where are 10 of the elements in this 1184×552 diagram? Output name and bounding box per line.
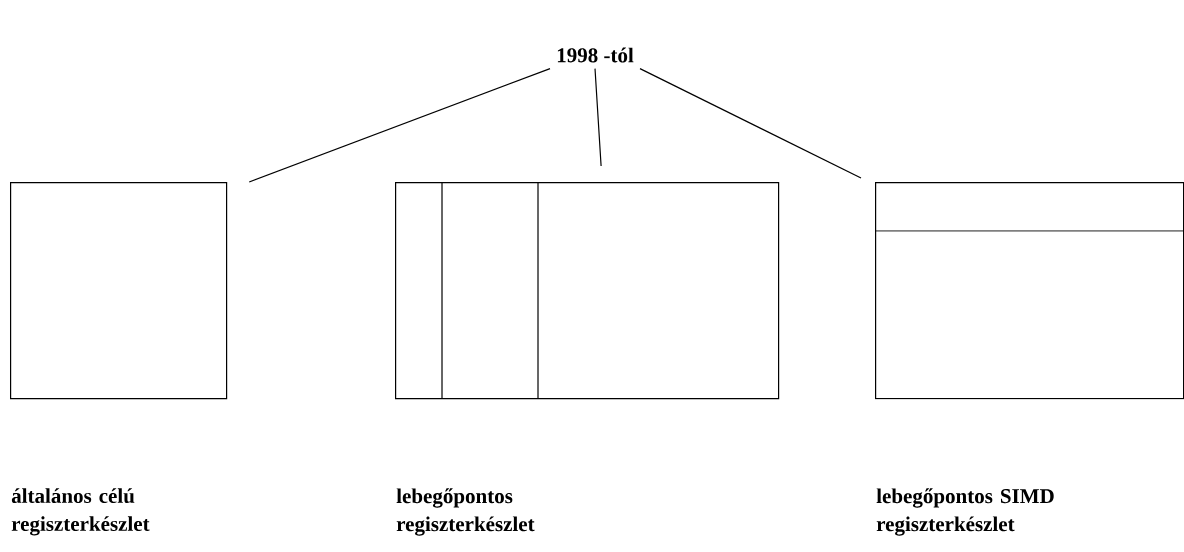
register-box xyxy=(874,182,1184,400)
register-box xyxy=(10,182,228,400)
connector-line xyxy=(594,68,602,167)
register-box xyxy=(395,181,780,400)
connector-line xyxy=(248,68,551,183)
connector-line xyxy=(639,68,862,179)
register-caption: lebegőpontos regiszterkészlet xyxy=(396,488,535,536)
register-caption: lebegőpontos SIMD regiszterkészlet xyxy=(876,488,1054,536)
title-text: 1998 -tól xyxy=(557,47,634,63)
register-caption: általános célú regiszterkészlet xyxy=(11,488,150,536)
